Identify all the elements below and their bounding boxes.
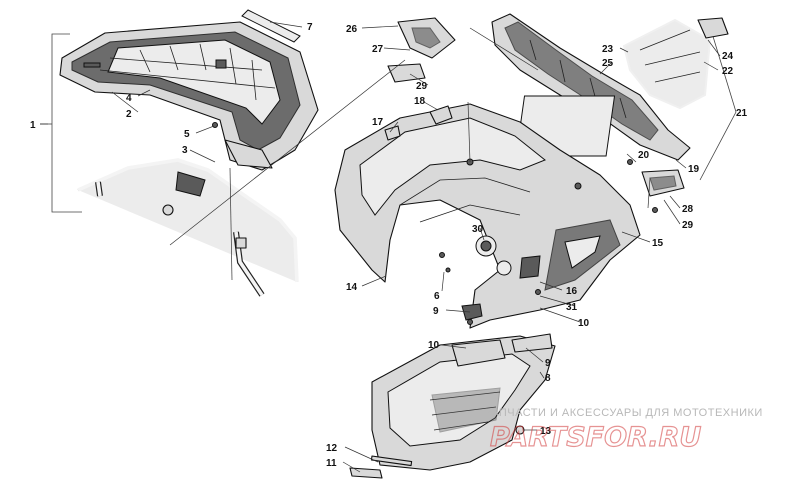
callout-6: 6: [434, 291, 440, 302]
watermark-logo: PARTSFOR.RU: [490, 422, 701, 453]
callout-9b: 9: [545, 358, 551, 369]
callout-22: 22: [722, 66, 734, 77]
callout-7: 7: [307, 22, 313, 33]
callout-12: 12: [326, 443, 338, 454]
footwell: [349, 333, 556, 479]
callout-29b: 29: [682, 220, 694, 231]
callout-18: 18: [414, 96, 426, 107]
callout-10a: 10: [578, 318, 590, 329]
callout-17: 17: [372, 117, 384, 128]
front-rack: [491, 13, 729, 161]
callout-10b: 10: [428, 340, 440, 351]
callout-8: 8: [545, 373, 551, 384]
callout-9a: 9: [433, 306, 439, 317]
callout-30: 30: [472, 224, 484, 235]
callout-15: 15: [652, 238, 664, 249]
bracket-group-21: [699, 19, 737, 181]
callout-4: 4: [126, 93, 132, 104]
callout-26: 26: [346, 24, 358, 35]
callout-5: 5: [184, 129, 190, 140]
bumper-tube: [77, 158, 299, 297]
callout-2: 2: [126, 109, 132, 120]
callout-13: 13: [540, 426, 552, 437]
reference-lines: [169, 27, 651, 281]
callout-28: 28: [682, 204, 694, 215]
callout-14: 14: [346, 282, 358, 293]
callout-31: 31: [566, 302, 578, 313]
fasteners: [212, 122, 658, 325]
watermark-caption: ЗАПЧАСТИ И АКСЕССУАРЫ ДЛЯ МОТОТЕХНИКИ: [484, 407, 763, 419]
callout-3: 3: [182, 145, 188, 156]
callout-19: 19: [688, 164, 700, 175]
callout-leaders: [40, 21, 721, 473]
callout-29a: 29: [416, 81, 428, 92]
callout-27: 27: [372, 44, 384, 55]
callout-24: 24: [722, 51, 734, 62]
callout-11: 11: [326, 458, 337, 469]
main-fender: [334, 103, 641, 329]
callout-20: 20: [638, 150, 650, 161]
callout-16: 16: [566, 286, 578, 297]
callout-23: 23: [602, 44, 614, 55]
callout-25: 25: [602, 58, 614, 69]
callout-1: 1: [30, 120, 36, 131]
decal-strip: [241, 9, 301, 43]
rear-rack: [59, 21, 319, 171]
bracket-group-1: [51, 33, 82, 213]
callout-21: 21: [736, 108, 748, 119]
